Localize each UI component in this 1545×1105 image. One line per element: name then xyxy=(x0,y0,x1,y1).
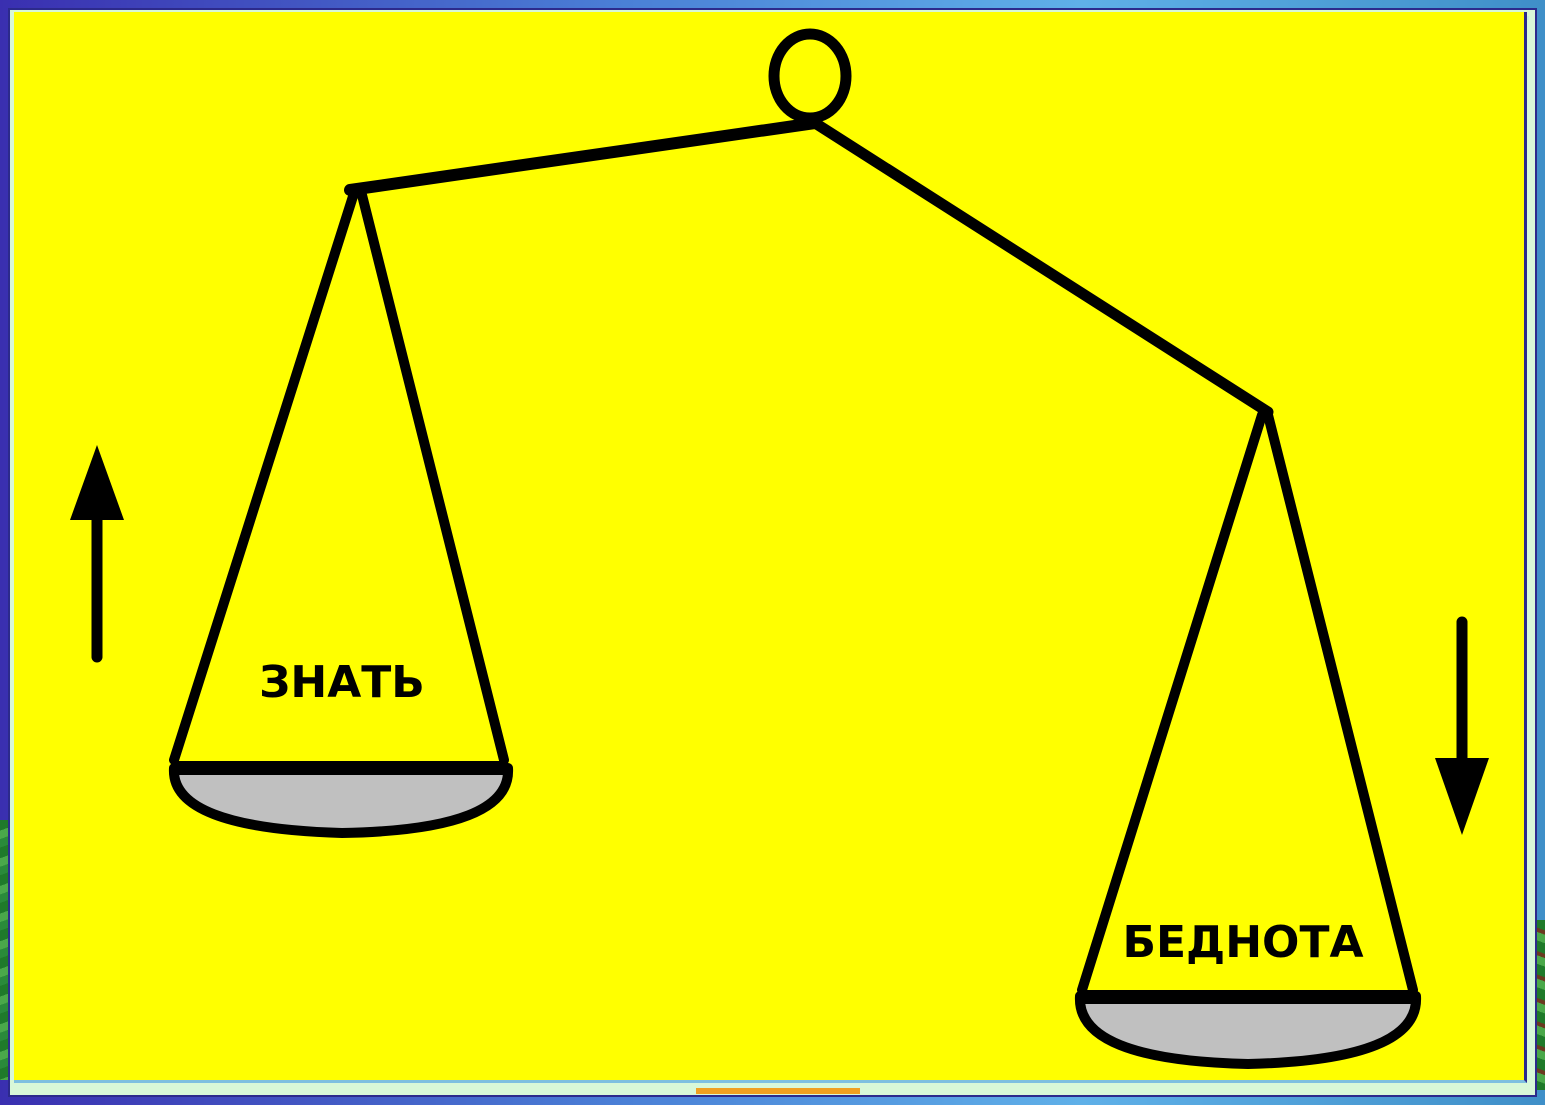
right-pan: БЕДНОТА xyxy=(1080,415,1416,1064)
right-pan-label: БЕДНОТА xyxy=(1122,917,1363,968)
left-pan-label: ЗНАТЬ xyxy=(259,657,425,708)
down-arrow-icon xyxy=(1435,622,1489,835)
up-arrow-icon xyxy=(70,445,124,657)
left-pan: ЗНАТЬ xyxy=(174,190,508,833)
scale-top-ring xyxy=(774,34,846,118)
scale-beam xyxy=(350,123,1268,412)
